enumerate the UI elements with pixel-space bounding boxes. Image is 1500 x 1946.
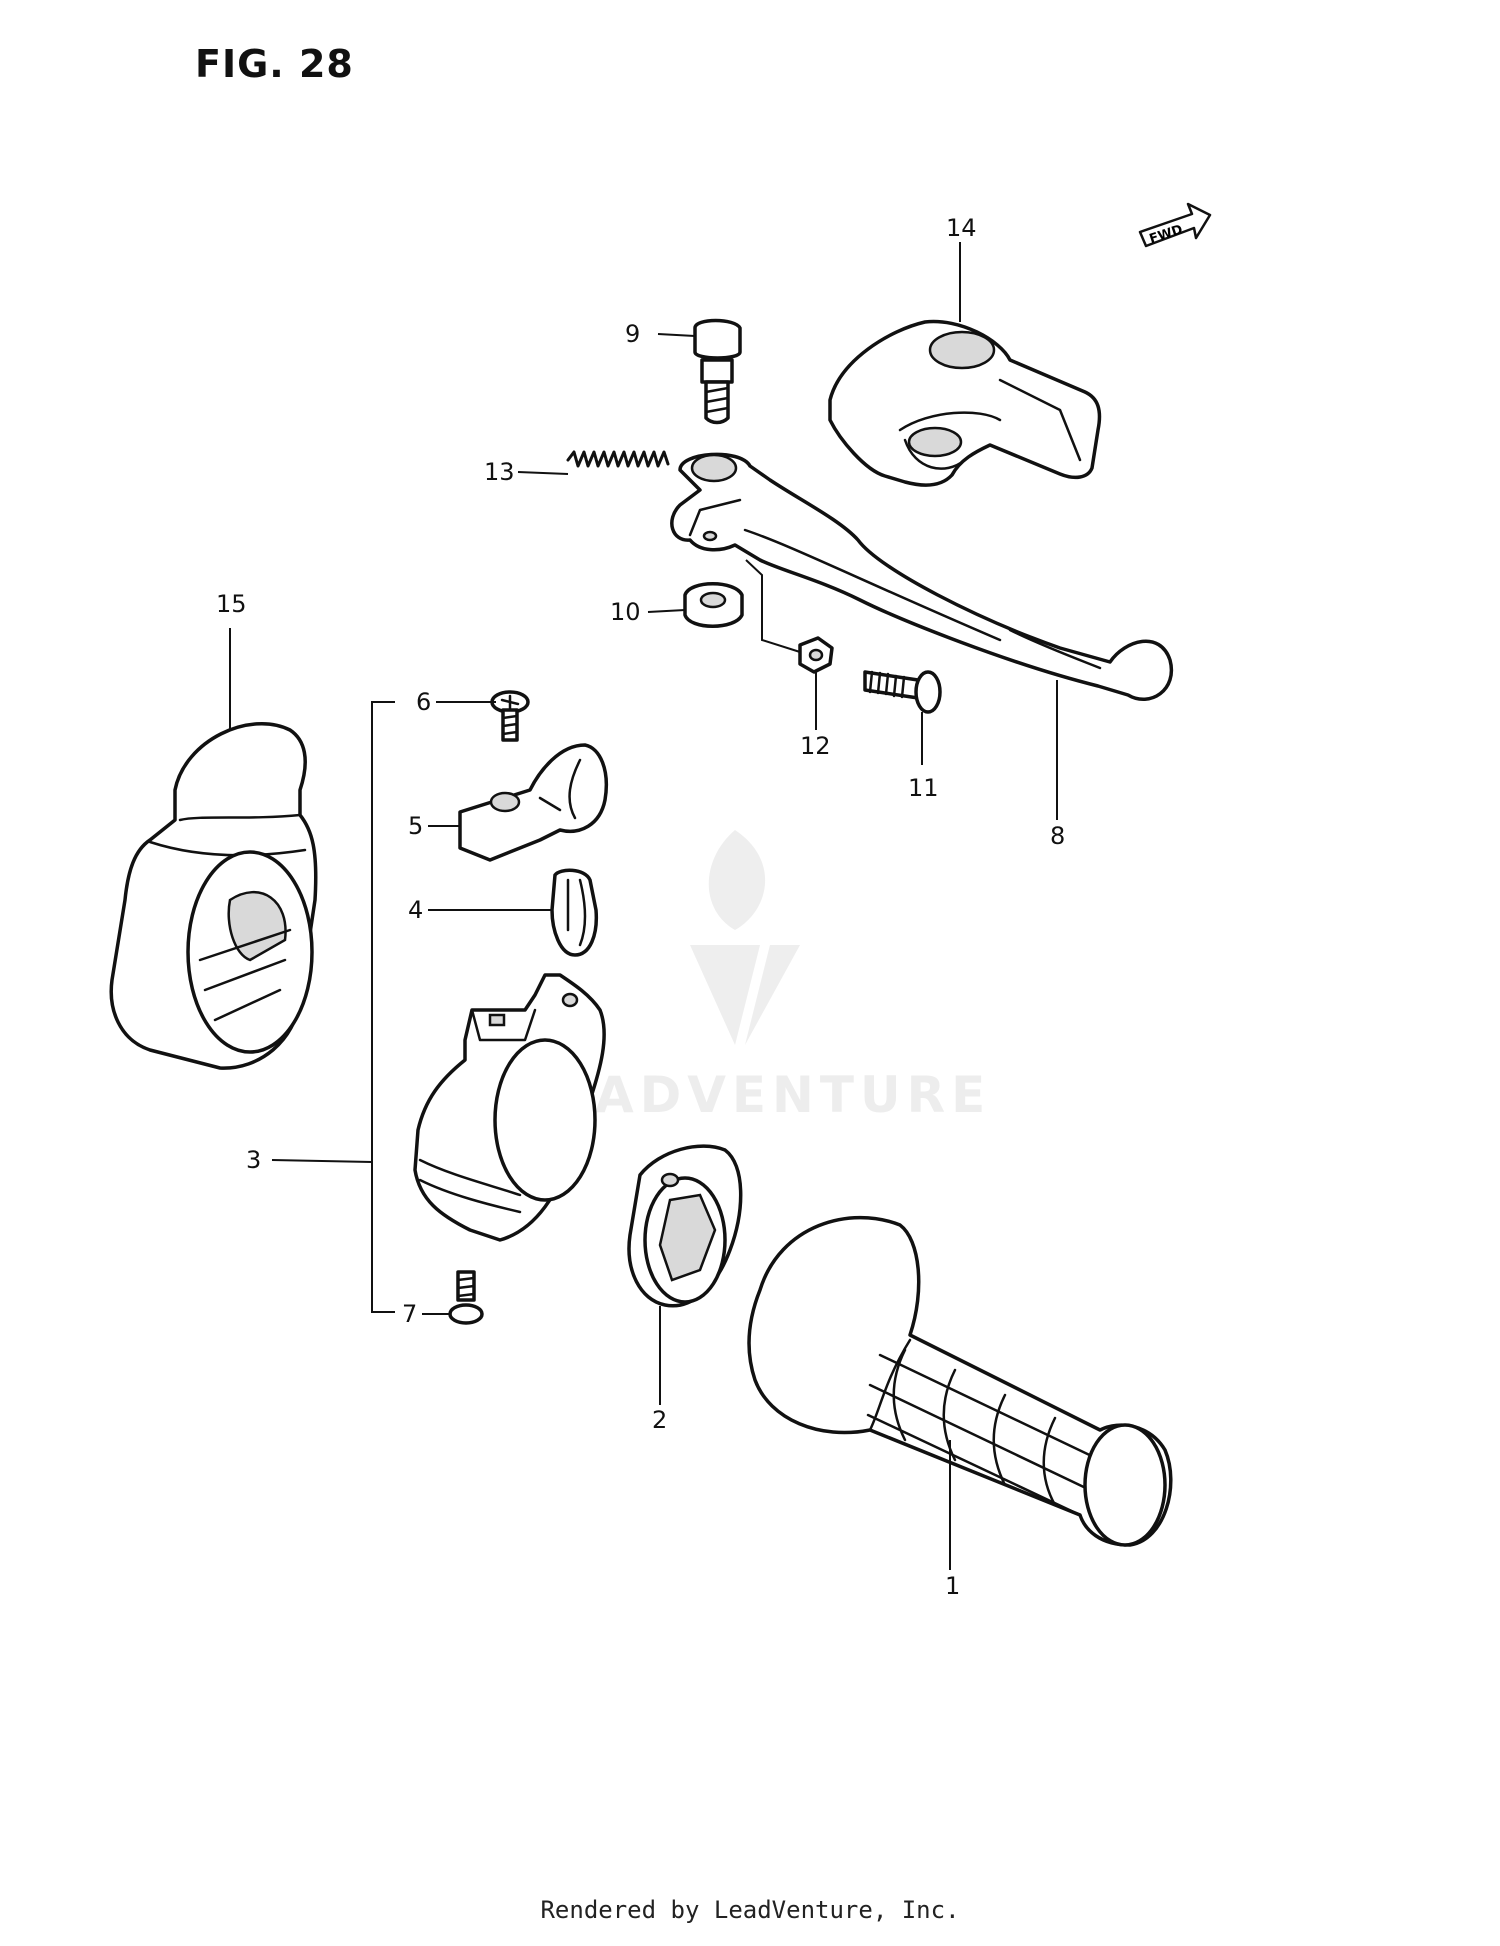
part-7-screw: [448, 1270, 484, 1325]
watermark-text: ADVENTURE: [595, 1066, 991, 1124]
part-10-nut: [683, 582, 744, 628]
fwd-arrow-icon: FWD: [1138, 202, 1212, 248]
part-12-small-nut: [798, 636, 834, 674]
callout-11: 11: [908, 774, 939, 802]
part-11-screw: [863, 670, 942, 714]
callout-1: 1: [945, 1572, 960, 1600]
part-14-lever-cover: [828, 319, 1102, 487]
callout-14: 14: [946, 214, 977, 242]
part-2-housing-ring: [627, 1144, 743, 1308]
footer-credit: Rendered by LeadVenture, Inc.: [540, 1896, 960, 1924]
v-watermark-icon: [690, 945, 800, 1045]
callout-8: 8: [1050, 822, 1065, 850]
callout-5: 5: [408, 812, 423, 840]
callout-10: 10: [610, 598, 641, 626]
callout-3: 3: [246, 1146, 261, 1174]
part-13-spring: [566, 450, 670, 468]
callout-13: 13: [484, 458, 515, 486]
part-6-screw: [490, 690, 530, 742]
part-1-grip: [747, 1215, 1173, 1547]
callout-9: 9: [625, 320, 640, 348]
part-9-pivot-bolt: [693, 318, 742, 425]
part-4-cable-guide: [550, 868, 599, 957]
callout-12: 12: [800, 732, 831, 760]
part-3-lever-holder: [413, 973, 606, 1242]
leadventure-watermark: ADVENTURE: [595, 830, 991, 1124]
part-8-clutch-lever: [670, 452, 1174, 701]
callout-15: 15: [216, 590, 247, 618]
callout-4: 4: [408, 896, 423, 924]
fwd-badge-text: FWD: [1148, 222, 1185, 247]
figure-title: FIG. 28: [195, 42, 354, 86]
group-3-bracket: [371, 701, 395, 1313]
leader-lines: [229, 242, 1058, 1570]
callout-6: 6: [416, 688, 431, 716]
callout-numbers: 1 2 3 4 5 6 7 8 9 10 11 12 13 14 15: [216, 214, 1065, 1600]
callout-2: 2: [652, 1406, 667, 1434]
part-5-clamp: [458, 743, 608, 862]
callout-7: 7: [402, 1300, 417, 1328]
flame-watermark-icon: [708, 830, 766, 930]
part-15-housing-cover: [109, 722, 318, 1070]
